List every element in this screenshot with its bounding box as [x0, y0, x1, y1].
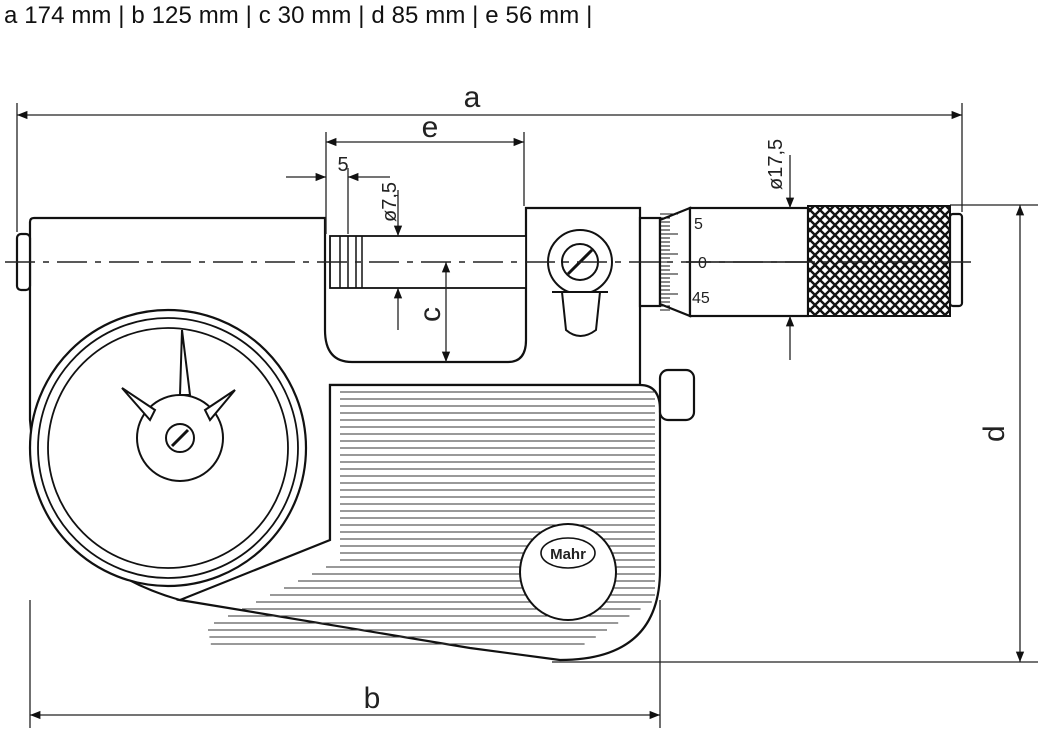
label-a: a: [464, 81, 481, 114]
dimension-5: 5: [286, 154, 390, 234]
dimension-d: d: [552, 204, 1038, 663]
dimension-a: a: [16, 81, 963, 232]
side-button: [658, 368, 696, 422]
thimble-assembly: 5 0 45: [638, 205, 964, 318]
tolerance-marker-left: [121, 387, 157, 422]
dimension-c: c: [414, 262, 451, 362]
brand-knob: Mahr: [519, 523, 617, 621]
dimension-dia-17-5: ø17,5: [765, 139, 795, 360]
dimension-b: b: [29, 600, 661, 728]
label-b: b: [364, 682, 381, 715]
knurled-ratchet: [807, 205, 951, 317]
ratchet-cap: [948, 212, 964, 308]
scale-label-45: 45: [692, 290, 710, 307]
scale-label-5: 5: [694, 216, 703, 233]
dial-indicator: [28, 308, 308, 588]
label-e: e: [422, 111, 439, 144]
dial-needle: [178, 329, 192, 396]
label-5: 5: [337, 154, 348, 176]
label-dia-17-5: ø17,5: [765, 139, 787, 190]
label-d: d: [978, 425, 1011, 442]
label-dia-7-5: ø7,5: [379, 182, 401, 222]
lock-lever: [560, 291, 602, 337]
tolerance-marker-right: [203, 389, 236, 422]
thimble-scale: [660, 213, 678, 311]
scale-label-0: 0: [698, 255, 707, 272]
dimension-e: e: [325, 111, 525, 234]
dimension-dia-7-5: ø7,5: [379, 182, 403, 330]
dimension-spec-text: a 174 mm | b 125 mm | c 30 mm | d 85 mm …: [4, 2, 593, 29]
label-c: c: [414, 307, 447, 322]
brand-logo: Mahr: [550, 546, 586, 563]
